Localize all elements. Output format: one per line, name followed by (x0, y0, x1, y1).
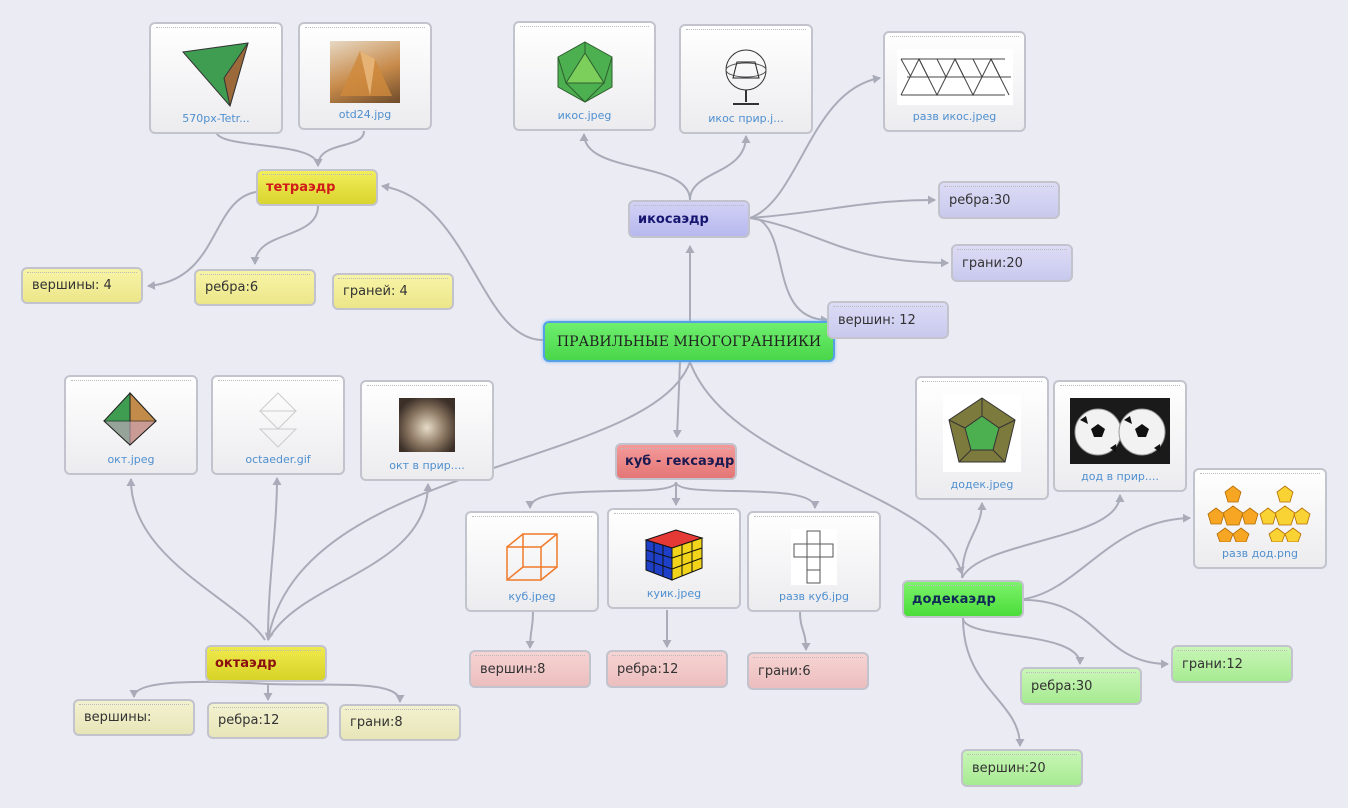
cube-vertices[interactable]: вершин:8 (469, 650, 591, 688)
edge-icosa-vertices (759, 219, 829, 325)
dodecahedron-faces[interactable]: грани:12 (1171, 645, 1293, 683)
image-caption: разв икос.jpeg (912, 110, 997, 123)
image-caption: додек.jpeg (950, 478, 1014, 491)
edge-dodeca-img3 (1023, 513, 1191, 600)
tetrahedron-topic[interactable]: тетраэдр (256, 169, 378, 206)
image-caption: разв куб.jpg (778, 590, 849, 603)
image-card-octahedron[interactable]: окт.jpeg (64, 375, 198, 475)
icosahedron-image (552, 39, 618, 105)
octahedron-vertices[interactable]: вершины: (73, 699, 195, 736)
image-card-cube-net[interactable]: разв куб.jpg (747, 511, 881, 612)
image-card-icosahedron-net[interactable]: разв икос.jpeg (883, 31, 1026, 132)
image-caption: икос.jpeg (557, 109, 612, 122)
image-card-rubiks-cube[interactable]: куик.jpeg (607, 508, 741, 609)
edge-octa-img3 (267, 483, 433, 641)
octahedron-topic[interactable]: октаэдр (205, 645, 327, 682)
dodecahedron-image (943, 394, 1021, 472)
edge-tetra-vertices (147, 191, 257, 290)
image-card-dodecahedron-net[interactable]: разв дод.png (1193, 468, 1327, 569)
soccer-balls-photo (1070, 398, 1170, 464)
edge-octa-img2 (267, 477, 282, 641)
edge-dodeca-faces (1023, 599, 1169, 669)
image-card-octahedron-gif[interactable]: octaeder.gif (211, 375, 345, 475)
edge-dodeca-vertices (962, 617, 1025, 747)
octahedron-faces[interactable]: грани:8 (339, 704, 461, 741)
edge-tetra-img1 (215, 130, 323, 167)
image-card-dodecahedron[interactable]: додек.jpeg (915, 376, 1049, 500)
icosahedron-edges[interactable]: ребра:30 (938, 181, 1060, 219)
image-card-tetrahedron[interactable]: 570px-Tetr... (149, 22, 283, 134)
image-caption: octaeder.gif (245, 453, 311, 466)
edge-cube-faces (799, 611, 811, 651)
dodecahedron-edges[interactable]: ребра:30 (1020, 667, 1142, 705)
edge-octa-faces (267, 683, 405, 703)
edge-icosa-faces (749, 217, 949, 268)
edge-icosa-img3 (749, 74, 881, 219)
image-caption: куб.jpeg (508, 590, 556, 603)
image-card-icosahedron-nature[interactable]: икос прир.j... (679, 24, 813, 134)
edge-tetra-edges (250, 205, 319, 265)
image-caption: икос прир.j... (708, 112, 784, 125)
image-caption: разв дод.png (1222, 547, 1298, 560)
edge-icosa-edges (749, 195, 936, 219)
image-caption: окт в прир.... (389, 459, 465, 472)
crystal-photo (330, 41, 400, 103)
edge-central-tetra (381, 182, 544, 341)
icosahedron-vertices[interactable]: вершин: 12 (827, 301, 949, 339)
octahedron-edges[interactable]: ребра:12 (207, 702, 329, 739)
dodecahedron-topic[interactable]: додекаэдр (902, 580, 1024, 618)
image-caption: otd24.jpg (338, 108, 392, 121)
tetrahedron-vertices[interactable]: вершины: 4 (21, 267, 143, 304)
edge-cube-img3 (675, 481, 820, 509)
image-card-cube[interactable]: куб.jpeg (465, 511, 599, 612)
edge-central-dodeca (689, 361, 965, 575)
edge-octa-vertices (129, 680, 269, 698)
cube-topic[interactable]: куб - гексаэдр (615, 443, 737, 480)
tetrahedron-edges[interactable]: ребра:6 (194, 269, 316, 306)
icosahedron-topic[interactable]: икосаэдр (628, 200, 750, 238)
rubiks-cube-image (642, 526, 706, 582)
image-caption: дод в прир.... (1081, 470, 1159, 483)
edge-octa-img1 (126, 478, 266, 641)
image-caption: куик.jpeg (646, 587, 702, 600)
cube-image (504, 531, 560, 583)
image-card-icosahedron[interactable]: икос.jpeg (513, 21, 656, 131)
edge-dodeca-img1 (961, 502, 987, 579)
cube-net-image (791, 529, 837, 585)
central-topic[interactable]: ПРАВИЛЬНЫЕ МНОГОГРАННИКИ (543, 321, 835, 362)
edge-cube-vertices (525, 611, 535, 649)
edge-icosa-img1 (579, 133, 691, 201)
image-card-crystal[interactable]: otd24.jpg (298, 22, 432, 130)
dodecahedron-vertices[interactable]: вершин:20 (961, 749, 1083, 787)
image-caption: 570px-Tetr... (182, 112, 250, 125)
edge-central-cube (672, 361, 682, 438)
edge-icosa-img2 (689, 135, 751, 201)
cube-faces[interactable]: грани:6 (747, 652, 869, 690)
edge-tetra-img2 (313, 130, 365, 167)
image-caption: окт.jpeg (107, 453, 155, 466)
icosahedron-faces[interactable]: грани:20 (951, 244, 1073, 282)
image-card-soccer-balls[interactable]: дод в прир.... (1053, 380, 1187, 492)
icosahedron-net-image (896, 49, 1013, 105)
octahedron-image (102, 391, 160, 447)
dodecahedron-net-image (1205, 484, 1315, 542)
icosahedron-nature-image (715, 42, 777, 108)
cube-edges[interactable]: ребра:12 (606, 650, 728, 688)
edge-dodeca-edges (962, 617, 1085, 665)
tetrahedron-faces[interactable]: граней: 4 (332, 273, 454, 310)
edge-cube-img1 (525, 481, 677, 509)
tetrahedron-image (178, 40, 254, 110)
octahedron-gif-image (256, 391, 300, 449)
edge-dodeca-img2 (961, 494, 1125, 579)
image-card-octahedron-nature[interactable]: окт в прир.... (360, 380, 494, 481)
octahedron-nature-photo (399, 398, 455, 452)
